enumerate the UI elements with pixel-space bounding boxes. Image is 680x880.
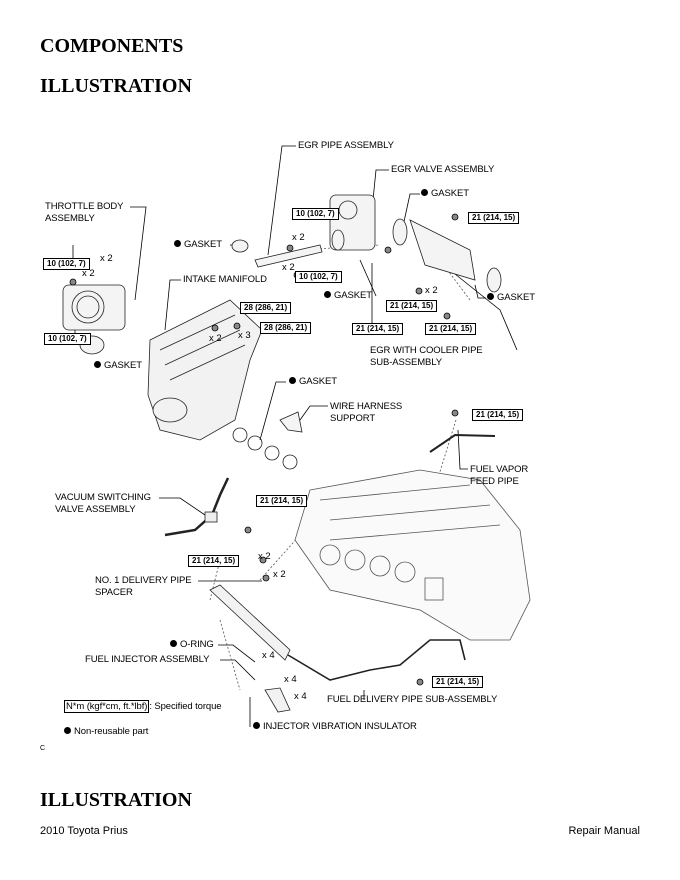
label-line: SUB-ASSEMBLY (370, 357, 443, 368)
figure-code: C (40, 745, 45, 752)
label-fuel-injector: FUEL INJECTOR ASSEMBLY (85, 654, 210, 665)
heading-illustration: ILLUSTRATION (40, 75, 192, 97)
label-gasket-egr-outlet: GASKET (487, 292, 535, 304)
label-o-ring: O-RING (170, 639, 214, 651)
quantity: x 2 (100, 253, 113, 264)
label-line: SUPPORT (330, 413, 376, 424)
quantity: x 2 (273, 569, 286, 580)
heading-components: COMPONENTS (40, 35, 184, 57)
vsv-drawing (164, 477, 230, 537)
label-egr-valve-assembly: EGR VALVE ASSEMBLY (391, 164, 495, 175)
label-egr-pipe-assembly: EGR PIPE ASSEMBLY (298, 140, 394, 151)
label-line: FUEL VAPOR (470, 464, 529, 475)
label-line: VACUUM SWITCHING (55, 492, 151, 503)
label-line: NO. 1 DELIVERY PIPE (95, 575, 192, 586)
legend-non-reusable: Non-reusable part (64, 726, 148, 738)
label-injector-vibration-insulator: INJECTOR VIBRATION INSULATOR (253, 721, 417, 733)
torque-box: 10 (102, 7) (44, 333, 91, 345)
quantity: x 2 (258, 551, 271, 562)
quantity: x 2 (425, 285, 438, 296)
torque-box: 21 (214, 15) (386, 300, 438, 312)
label-gasket-egr-valve: GASKET (324, 290, 372, 302)
manifold-gasket-drawing (232, 427, 298, 470)
label-line: WIRE HARNESS (330, 401, 403, 412)
heading-illustration-2: ILLUSTRATION (40, 789, 192, 811)
torque-box: 10 (102, 7) (43, 258, 90, 270)
torque-box: 21 (214, 15) (432, 676, 484, 688)
wire-harness-support-drawing (279, 411, 303, 433)
quantity: x 4 (284, 674, 297, 685)
torque-box: 21 (214, 15) (352, 323, 404, 335)
footer-manual: Repair Manual (568, 825, 640, 837)
quantity: x 4 (262, 650, 275, 661)
engine-head-drawing (294, 469, 531, 641)
throttle-body-drawing (62, 284, 126, 355)
label-line: THROTTLE BODY (45, 201, 124, 212)
label-line: FEED PIPE (470, 476, 519, 487)
intake-manifold-drawing (147, 299, 263, 441)
delivery-pipe-drawing (209, 584, 466, 713)
label-gasket-manifold: GASKET (289, 376, 337, 388)
torque-box: 28 (286, 21) (240, 302, 292, 314)
legend-torque-box: N*m (kgf*cm, ft.*lbf) (64, 700, 150, 713)
footer-vehicle: 2010 Toyota Prius (40, 825, 128, 837)
label-gasket-throttle: GASKET (94, 360, 142, 372)
torque-box: 21 (214, 15) (425, 323, 477, 335)
quantity: x 2 (209, 333, 222, 344)
torque-bolts (69, 213, 459, 686)
quantity: x 2 (292, 232, 305, 243)
torque-box: 10 (102, 7) (295, 271, 342, 283)
label-line: EGR WITH COOLER PIPE (370, 345, 483, 356)
torque-box: 21 (214, 15) (472, 409, 524, 421)
quantity: x 2 (282, 262, 295, 273)
quantity: x 4 (294, 691, 307, 702)
fuel-vapor-pipe-drawing (429, 433, 496, 453)
label-line: ASSEMBLY (45, 213, 95, 224)
label-fuel-delivery-pipe: FUEL DELIVERY PIPE SUB-ASSEMBLY (327, 694, 498, 705)
label-line: VALVE ASSEMBLY (55, 504, 136, 515)
torque-box: 21 (214, 15) (468, 212, 520, 224)
legend-torque: N*m (kgf*cm, ft.*lbf): Specified torque (64, 700, 222, 713)
egr-drawing (231, 194, 502, 293)
torque-box: 10 (102, 7) (292, 208, 339, 220)
label-gasket-egr-cooler: GASKET (421, 188, 469, 200)
torque-box: 21 (214, 15) (188, 555, 240, 567)
label-intake-manifold: INTAKE MANIFOLD (183, 274, 267, 285)
quantity: x 2 (82, 268, 95, 279)
label-gasket-egr-pipe: GASKET (174, 239, 222, 251)
torque-box: 21 (214, 15) (256, 495, 308, 507)
torque-box: 28 (286, 21) (260, 322, 312, 334)
quantity: x 3 (238, 330, 251, 341)
legend-torque-text: : Specified torque (149, 701, 222, 712)
label-line: SPACER (95, 587, 133, 598)
